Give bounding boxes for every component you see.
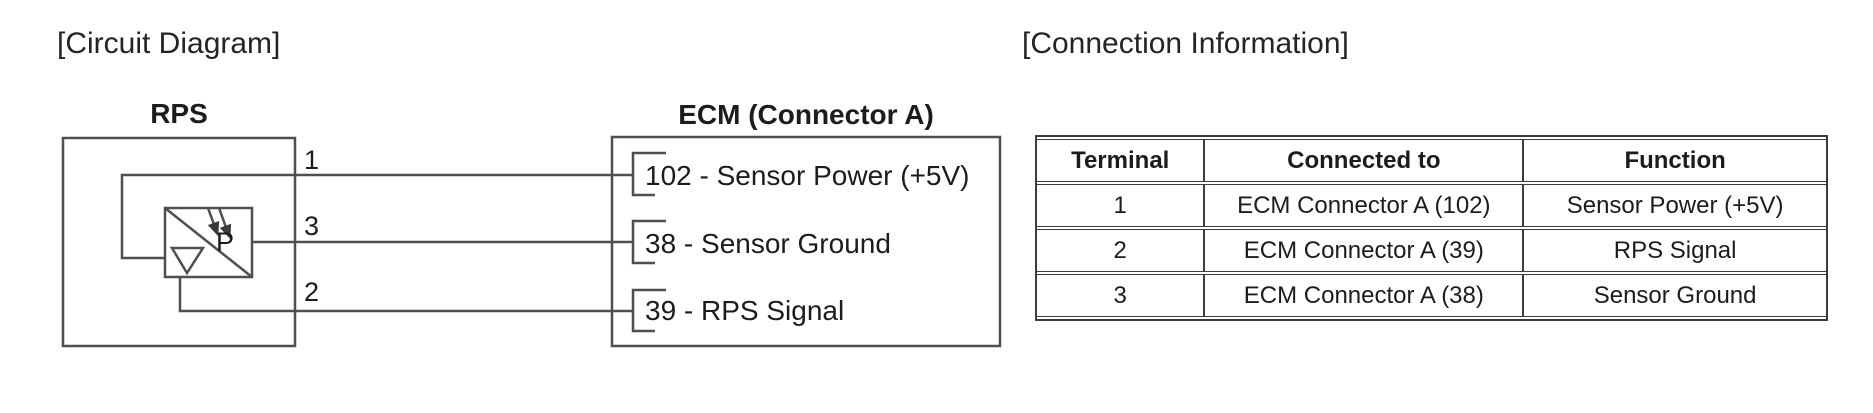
wire-label-3: 3 [304,211,319,241]
pressure-arrows-icon [206,207,232,240]
connected-to-cell: ECM Connector A (102) [1205,184,1525,227]
table-header-connected-to: Connected to [1205,139,1525,182]
ecm-pin-38-label: 38 - Sensor Ground [645,228,891,259]
pin-bracket-icon [631,288,666,333]
function-cell: Sensor Power (+5V) [1524,184,1826,227]
table-row: 1 ECM Connector A (102) Sensor Power (+5… [1037,184,1826,227]
wire-terminal-2 [178,277,633,313]
terminal-cell: 3 [1037,274,1206,317]
circuit-diagram: RPS P 1 3 2 ECM (Connector A) [61,98,1002,348]
terminal-cell: 1 [1037,184,1206,227]
table-header-function: Function [1524,139,1826,182]
pin-bracket-icon [631,151,666,197]
pin-bracket-icon [631,219,666,265]
function-cell: RPS Signal [1524,229,1826,272]
table-row: 2 ECM Connector A (39) RPS Signal [1037,229,1826,272]
connected-to-cell: ECM Connector A (39) [1205,229,1525,272]
wire-label-2: 2 [304,277,319,307]
transducer-triangle-icon [169,246,206,276]
ecm-box [610,135,1002,348]
connection-table: Terminal Connected to Function 1 ECM Con… [1035,135,1828,321]
wire-label-1: 1 [304,145,319,175]
wire-terminal-1 [120,173,633,260]
connected-to-cell: ECM Connector A (38) [1205,274,1525,317]
sensor-symbol-letter: P [216,227,234,257]
table-row: 3 ECM Connector A (38) Sensor Ground [1037,274,1826,317]
rps-title: RPS [150,98,208,129]
terminal-cell: 2 [1037,229,1206,272]
circuit-diagram-heading: [Circuit Diagram] [57,27,281,60]
table-header-row: Terminal Connected to Function [1037,139,1826,182]
sensor-diagonal-line [164,207,253,278]
ecm-pin-102-label: 102 - Sensor Power (+5V) [645,160,970,191]
function-cell: Sensor Ground [1524,274,1826,317]
connection-information-heading: [Connection Information] [1022,27,1349,60]
ecm-pin-39-label: 39 - RPS Signal [645,295,844,326]
ecm-title: ECM (Connector A) [678,99,934,130]
table-header-terminal: Terminal [1037,139,1206,182]
